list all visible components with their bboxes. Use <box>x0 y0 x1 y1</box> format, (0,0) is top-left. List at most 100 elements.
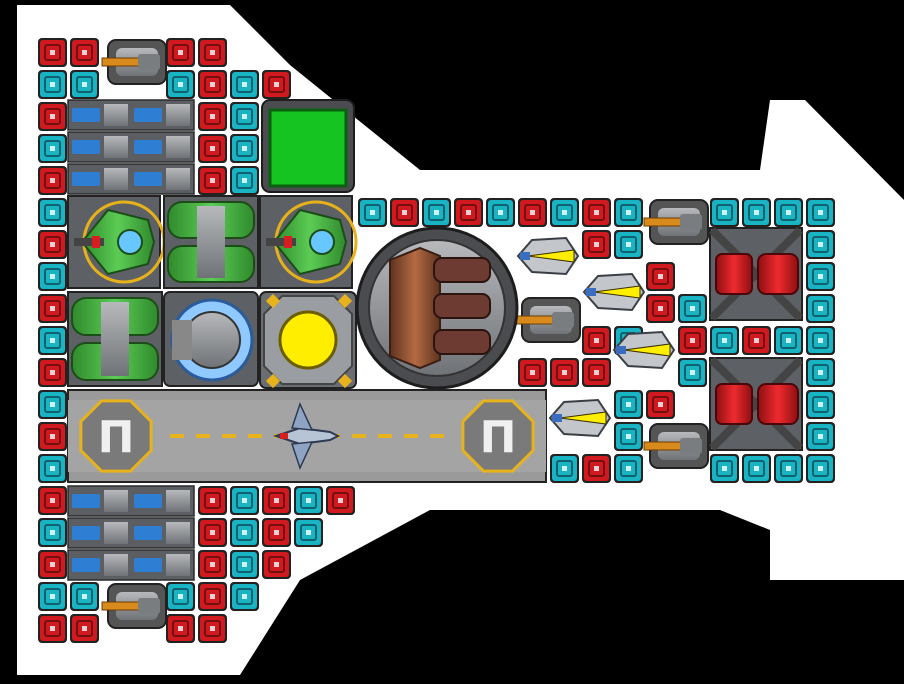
shield-generator-icon <box>163 291 259 387</box>
armor-block-icon <box>678 358 707 387</box>
armor-block-icon <box>38 390 67 419</box>
armor-block-icon <box>582 326 611 355</box>
armor-block-icon <box>806 294 835 323</box>
armor-block-icon <box>230 134 259 163</box>
armor-block-icon <box>38 294 67 323</box>
fighter-craft-icon <box>272 401 341 471</box>
thruster-icon <box>67 99 195 195</box>
green-beam-weapon-icon <box>259 195 358 289</box>
armor-block-icon <box>38 422 67 451</box>
armor-block-icon <box>230 102 259 131</box>
armor-block-icon <box>198 582 227 611</box>
autocannon-icon <box>643 423 709 469</box>
armor-block-icon <box>198 38 227 67</box>
armor-block-icon <box>486 198 515 227</box>
armor-block-icon <box>806 422 835 451</box>
armor-block-icon <box>390 198 419 227</box>
armor-block-icon <box>678 326 707 355</box>
armor-block-icon <box>614 230 643 259</box>
thruster-icon <box>67 485 195 581</box>
armor-block-icon <box>166 38 195 67</box>
armor-block-icon <box>358 198 387 227</box>
red-engine-icon <box>709 357 803 451</box>
armor-block-icon <box>646 390 675 419</box>
armor-block-icon <box>774 454 803 483</box>
armor-block-icon <box>582 358 611 387</box>
armor-block-icon <box>38 70 67 99</box>
launch-pad-icon: Π <box>461 399 535 473</box>
armor-block-icon <box>38 582 67 611</box>
armor-block-icon <box>70 582 99 611</box>
hull-left-edge <box>17 5 42 675</box>
armor-block-icon <box>198 102 227 131</box>
reactor-core-icon <box>259 291 357 389</box>
autocannon-icon <box>101 39 167 85</box>
armor-block-icon <box>70 614 99 643</box>
armor-block-icon <box>38 486 67 515</box>
armor-block-icon <box>294 518 323 547</box>
armor-block-icon <box>198 70 227 99</box>
armor-block-icon <box>806 390 835 419</box>
armor-block-icon <box>806 262 835 291</box>
armor-block-icon <box>614 390 643 419</box>
armor-block-icon <box>550 454 579 483</box>
autocannon-icon <box>101 583 167 629</box>
fighter-pod-icon <box>582 272 646 312</box>
armor-block-icon <box>38 518 67 547</box>
armor-block-icon <box>774 326 803 355</box>
armor-block-icon <box>38 198 67 227</box>
fuel-tank-icon <box>163 195 259 289</box>
heavy-turret-icon <box>355 226 519 390</box>
armor-block-icon <box>742 198 771 227</box>
armor-block-icon <box>230 166 259 195</box>
armor-block-icon <box>230 550 259 579</box>
armor-block-icon <box>198 550 227 579</box>
armor-block-icon <box>294 486 323 515</box>
armor-block-icon <box>710 198 739 227</box>
launch-pad-icon: Π <box>79 399 153 473</box>
armor-block-icon <box>806 358 835 387</box>
armor-block-icon <box>166 614 195 643</box>
armor-block-icon <box>806 230 835 259</box>
fighter-pod-icon <box>516 236 580 276</box>
green-beam-weapon-icon <box>67 195 166 289</box>
armor-block-icon <box>550 358 579 387</box>
autocannon-icon <box>643 199 709 245</box>
armor-block-icon <box>806 326 835 355</box>
armor-block-icon <box>198 614 227 643</box>
fighter-pod-icon <box>548 398 612 438</box>
armor-block-icon <box>550 198 579 227</box>
armor-block-icon <box>262 518 291 547</box>
red-engine-icon <box>709 227 803 321</box>
armor-block-icon <box>422 198 451 227</box>
armor-block-icon <box>710 326 739 355</box>
armor-block-icon <box>614 422 643 451</box>
armor-block-icon <box>230 518 259 547</box>
armor-block-icon <box>262 70 291 99</box>
armor-block-icon <box>230 70 259 99</box>
armor-block-icon <box>742 454 771 483</box>
armor-block-icon <box>614 198 643 227</box>
armor-block-icon <box>38 230 67 259</box>
pad-symbol: Π <box>480 412 517 463</box>
armor-block-icon <box>646 262 675 291</box>
armor-block-icon <box>582 198 611 227</box>
armor-block-icon <box>198 486 227 515</box>
green-screen-module <box>261 99 355 193</box>
armor-block-icon <box>70 70 99 99</box>
fuel-tank-icon <box>67 291 163 387</box>
armor-block-icon <box>38 454 67 483</box>
armor-block-icon <box>38 134 67 163</box>
armor-block-icon <box>38 38 67 67</box>
armor-block-icon <box>710 454 739 483</box>
fighter-pod-icon <box>612 330 676 370</box>
pad-symbol: Π <box>98 412 135 463</box>
armor-block-icon <box>166 70 195 99</box>
armor-block-icon <box>38 550 67 579</box>
armor-block-icon <box>38 166 67 195</box>
armor-block-icon <box>518 358 547 387</box>
armor-block-icon <box>38 102 67 131</box>
